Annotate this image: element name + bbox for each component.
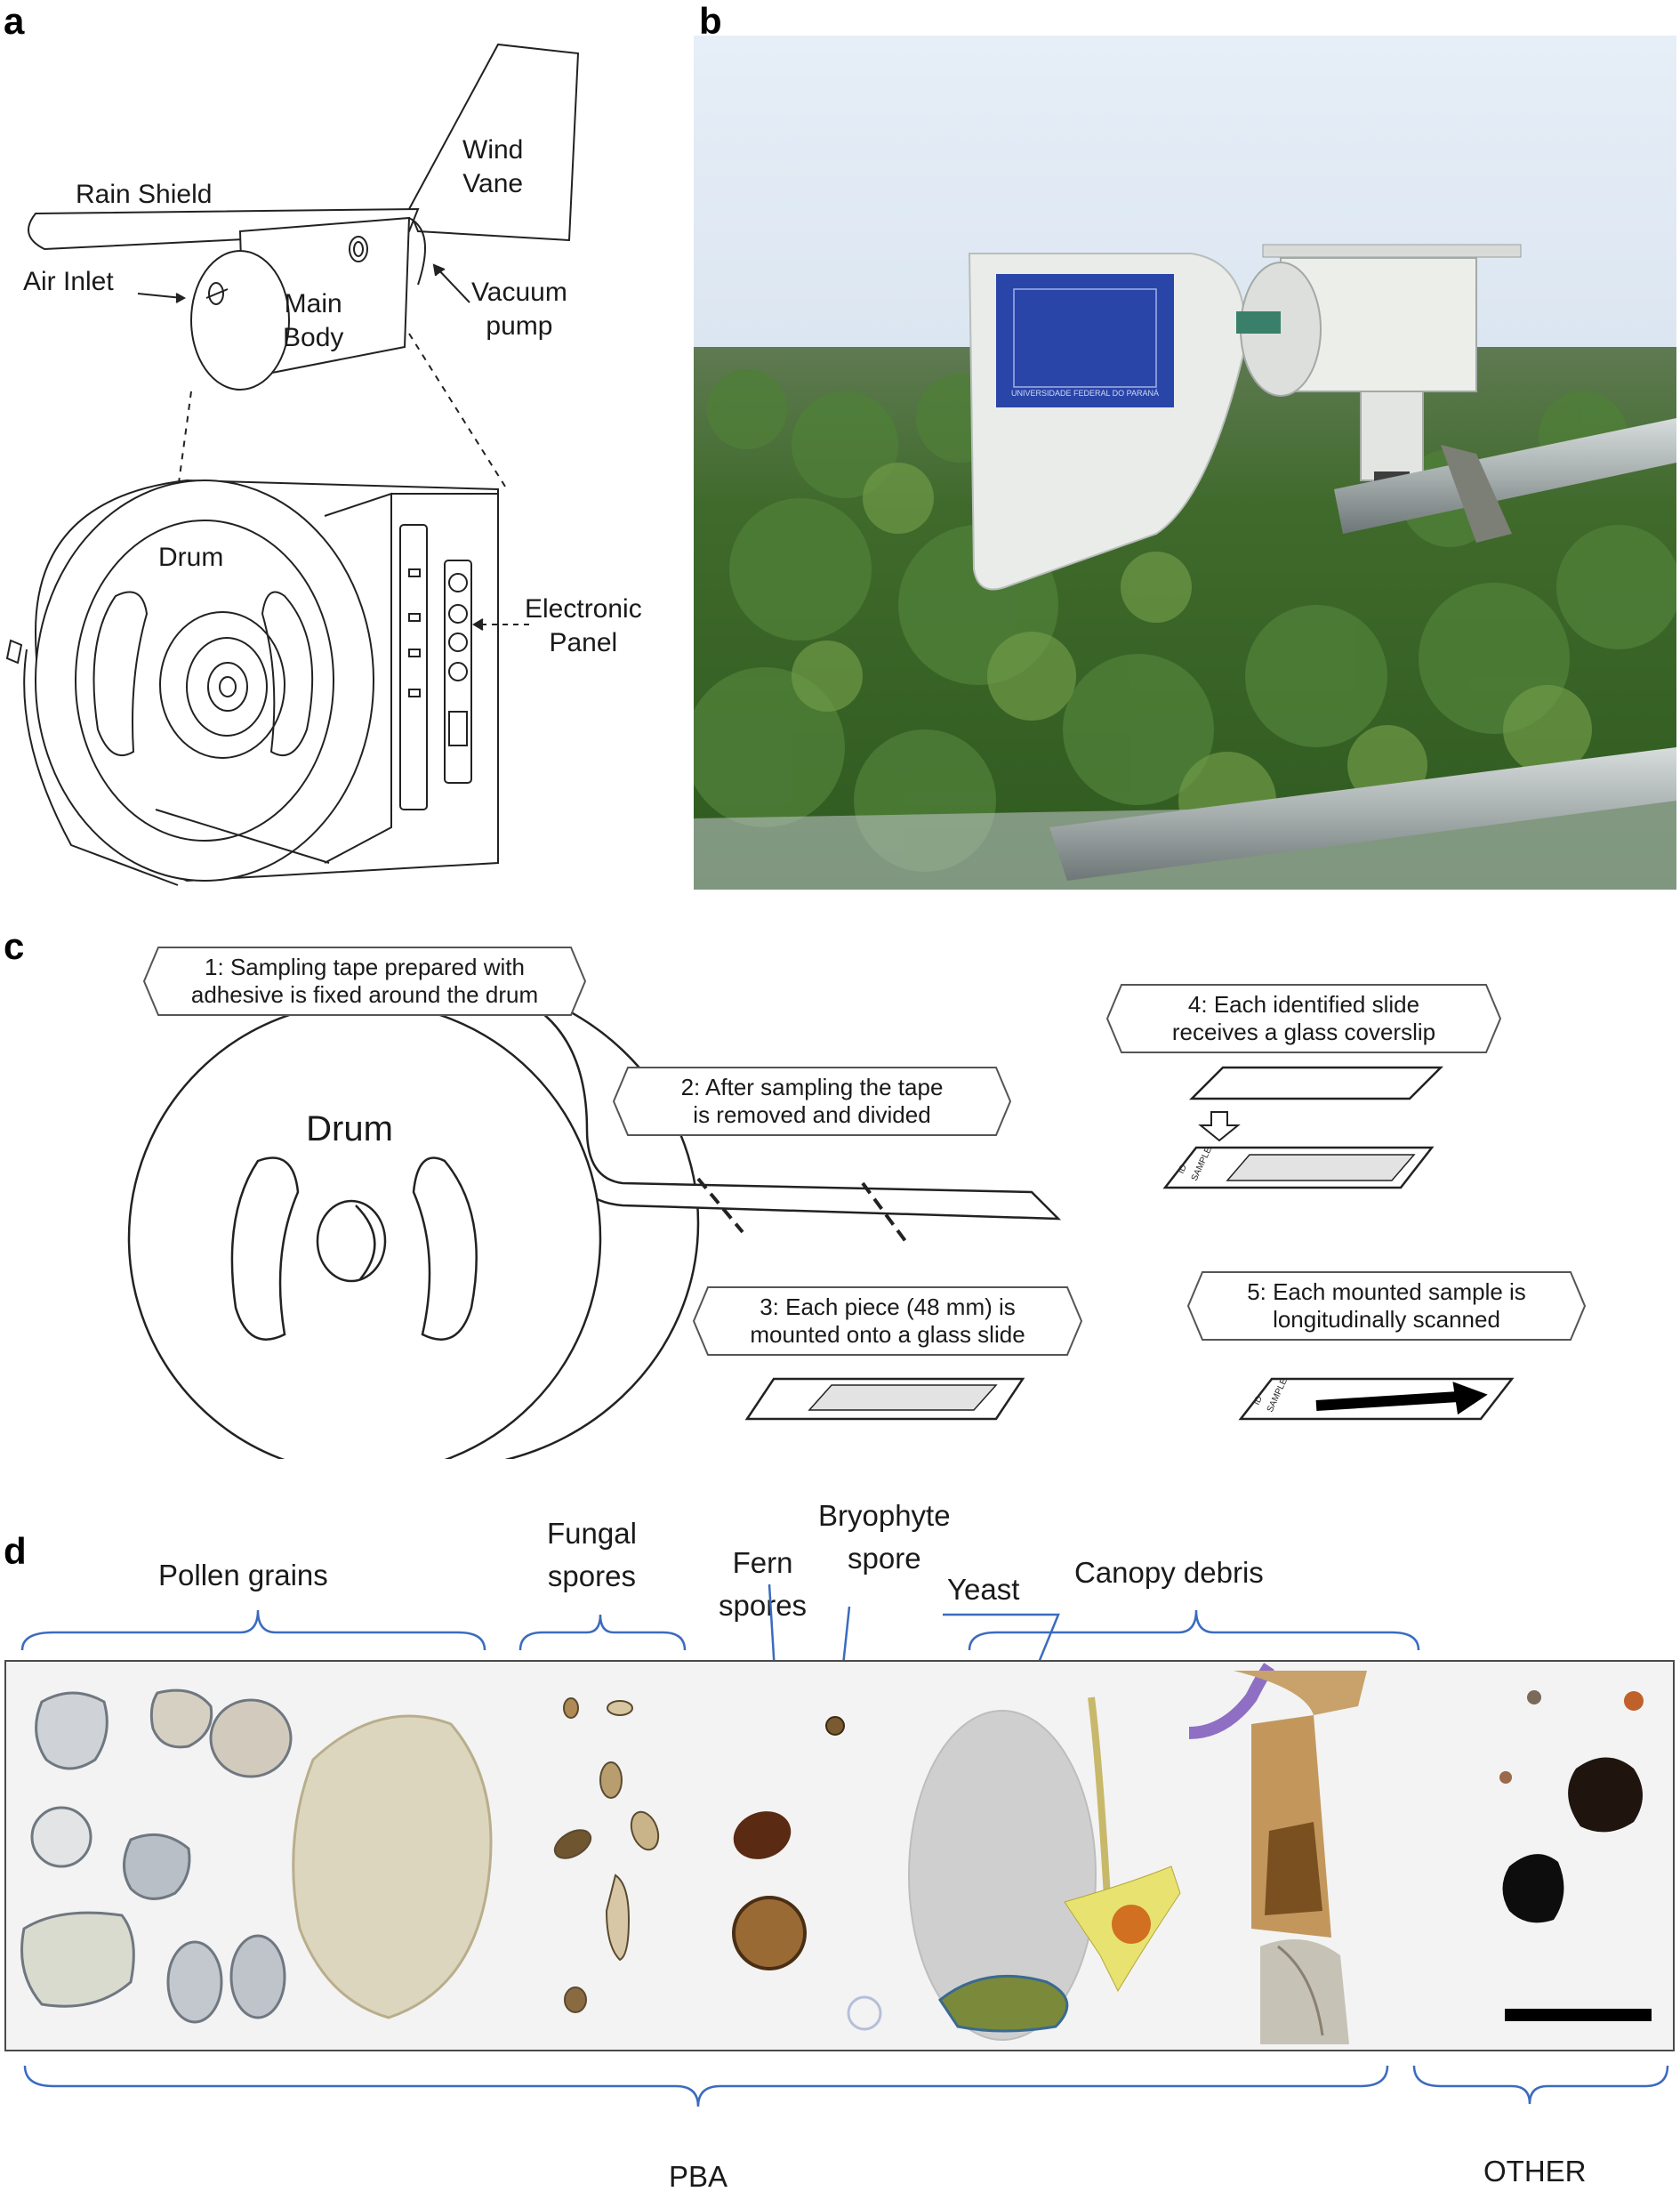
bryophyte-spore [825,1716,845,1736]
panel-letter-b: b [699,0,722,42]
slide-id-label: ID [1177,1164,1189,1176]
label-drum: Drum [158,543,224,572]
sign-text: UNIVERSIDADE FEDERAL DO PARANÁ [1011,389,1159,398]
panel-letter-d: d [4,1530,27,1572]
fungal-spores [553,1697,660,2013]
other-particles [1499,1690,1652,2021]
label-pba: PBA [669,2160,728,2193]
label-wind-vane: Wind Vane [462,135,524,198]
pba-other-braces [23,2065,1669,2107]
drum-label: Drum [306,1109,393,1148]
label-rain-shield: Rain Shield [76,180,213,209]
canopy-debris [908,1663,1367,2044]
label-vacuum-pump: Vacuum pump [471,278,567,341]
panel-letter-c: c [4,925,25,967]
group-braces [20,1583,1420,1672]
label-pollen-grains: Pollen grains [158,1559,328,1592]
label-yeast: Yeast [947,1573,1020,1606]
pollen-grains [20,1688,493,2024]
label-electronic-panel: Electronic Panel [525,594,642,657]
panel-letter-a: a [4,0,25,42]
label-air-inlet: Air Inlet [23,267,114,296]
slide5-id-label: ID [1252,1395,1265,1407]
sampler-photo: UNIVERSIDADE FEDERAL DO PARANÁ [694,36,1676,890]
particle-strip [4,1660,1675,2051]
fern-spores [732,1811,807,1970]
workflow-diagram: Drum ID SAMPLE ID SAMPLE [127,977,1515,1459]
sampler-diagram [5,43,580,886]
label-main-body: Main Body [283,289,344,352]
label-other: OTHER [1483,2155,1587,2188]
yeast-cell [847,1995,882,2031]
label-canopy-debris: Canopy debris [1074,1556,1264,1589]
